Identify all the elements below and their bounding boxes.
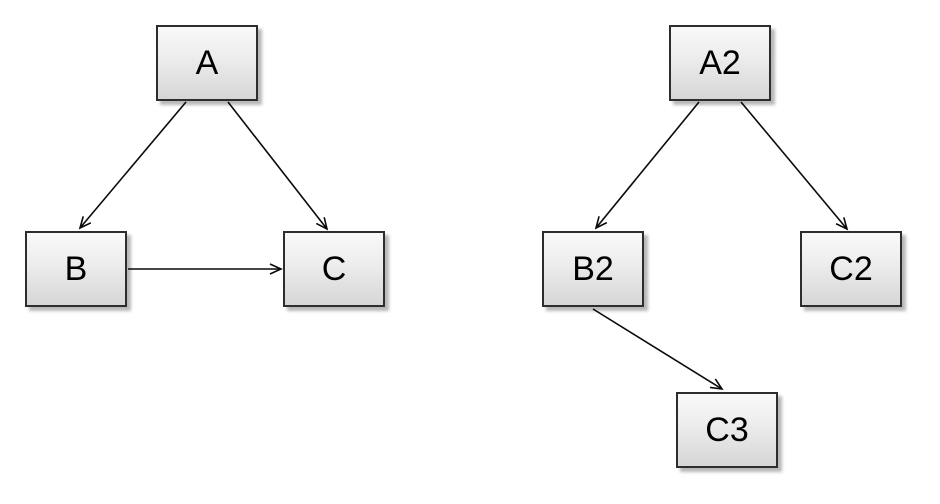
- node-C2[interactable]: C2: [800, 231, 902, 307]
- node-B2-label: B2: [572, 250, 614, 288]
- edge-A2-B2[interactable]: [594, 101, 700, 230]
- edge-A-B[interactable]: [78, 101, 187, 230]
- node-C[interactable]: C: [283, 231, 385, 307]
- edge-A-C[interactable]: [227, 101, 329, 231]
- node-C3[interactable]: C3: [676, 392, 778, 468]
- node-A2-label: A2: [699, 44, 741, 82]
- node-B[interactable]: B: [25, 231, 127, 307]
- node-A-label: A: [195, 44, 219, 82]
- node-A2[interactable]: A2: [669, 25, 771, 101]
- edge-A2-C2[interactable]: [740, 101, 849, 231]
- node-C-label: C: [321, 250, 347, 288]
- node-B-label: B: [64, 250, 88, 288]
- node-B2[interactable]: B2: [542, 231, 644, 307]
- edge-B2-C3[interactable]: [592, 308, 724, 391]
- node-A[interactable]: A: [156, 25, 258, 101]
- node-C3-label: C3: [705, 411, 749, 449]
- node-C2-label: C2: [829, 250, 873, 288]
